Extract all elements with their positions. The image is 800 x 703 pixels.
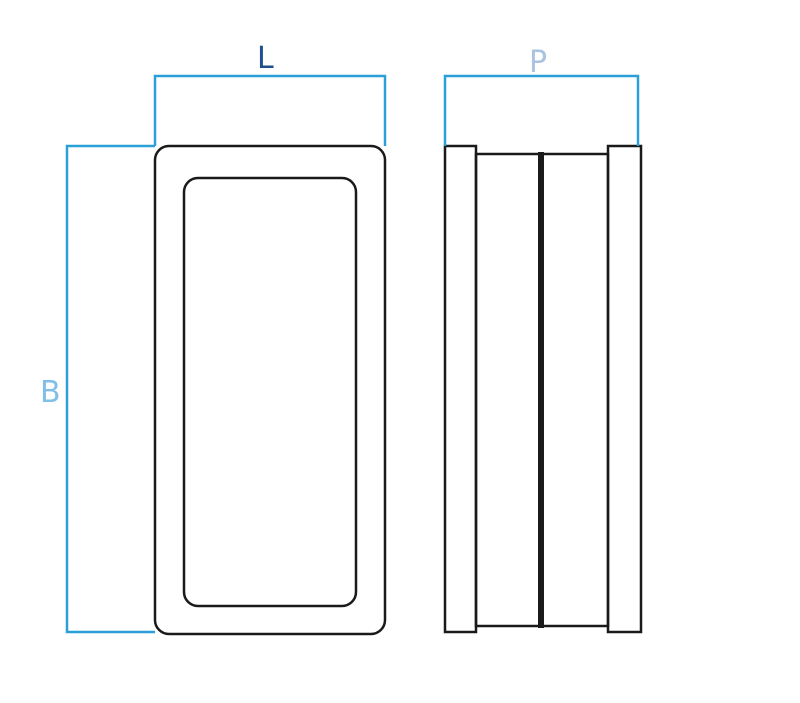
- dimension-line-B: [65, 144, 155, 634]
- label-B: B: [40, 375, 61, 410]
- label-L: L: [257, 41, 274, 76]
- front-inner-opening: [182, 176, 358, 608]
- left-flange: [443, 144, 478, 634]
- dimension-line-L: [153, 74, 387, 146]
- right-flange: [606, 144, 643, 634]
- label-P: P: [529, 45, 547, 80]
- front-outer-frame: [153, 144, 387, 636]
- side-view: [443, 144, 643, 634]
- dimension-line-P: [443, 74, 640, 146]
- front-view: [153, 144, 387, 636]
